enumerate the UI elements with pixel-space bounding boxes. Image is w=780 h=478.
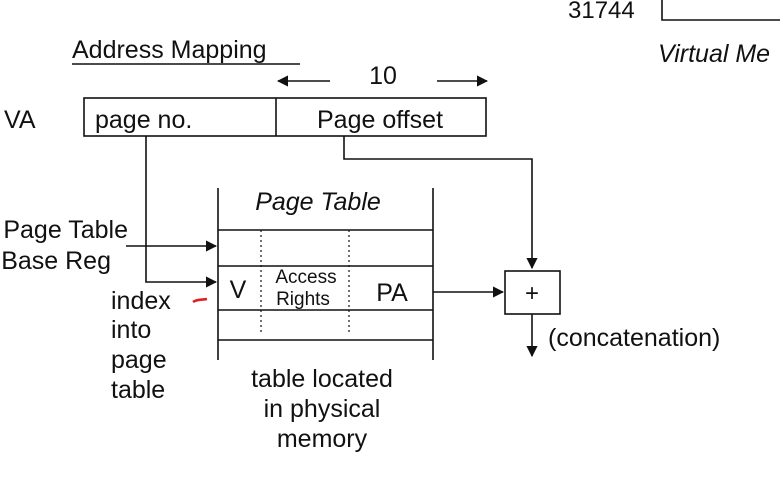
concatenation-symbol: + [525, 280, 539, 307]
virtual-memory-label: Virtual Me [658, 40, 770, 68]
base-reg-label: Page Table [3, 216, 128, 244]
index-label: index [111, 287, 171, 315]
index-label: page [111, 346, 167, 374]
va-label: VA [4, 106, 36, 134]
index-label: table [111, 376, 165, 404]
diagram-title: Address Mapping [72, 36, 267, 64]
page-offset-path [343, 136, 538, 270]
table-location-note: in physical [264, 395, 381, 423]
physical-address-label: PA [376, 279, 408, 307]
page-number-field: page no. [95, 106, 192, 134]
page-table-title: Page Table [255, 188, 381, 216]
page-offset-field: Page offset [317, 106, 443, 134]
top-box-edge [661, 0, 780, 21]
red-pen-mark [192, 297, 208, 304]
top-number: 31744 [568, 0, 635, 24]
page-number-path [145, 136, 218, 288]
va-box [83, 97, 487, 137]
index-label: into [111, 316, 151, 344]
offset-bits-label: 10 [369, 62, 397, 90]
table-location-note: memory [277, 425, 368, 453]
base-reg-label: Base Reg [1, 247, 111, 275]
valid-bit-label: V [230, 276, 247, 304]
concatenation-label: (concatenation) [548, 324, 720, 352]
access-rights-label: Access [275, 267, 336, 288]
table-location-note: table located [251, 365, 393, 393]
access-rights-label: Rights [276, 289, 330, 310]
